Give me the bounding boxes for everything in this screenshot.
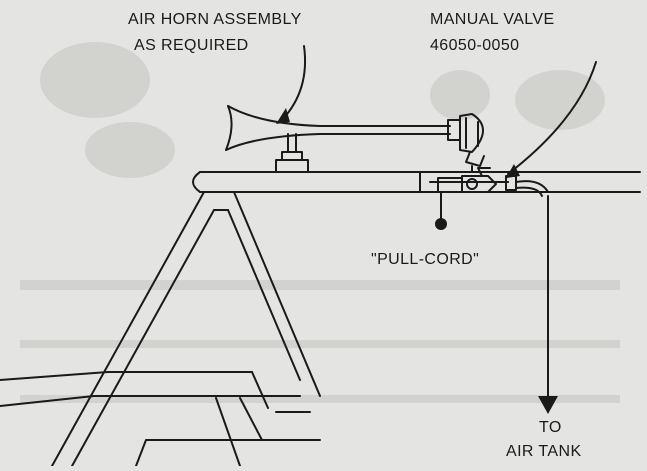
air-horn [225,105,485,173]
roof-rail [192,171,641,193]
air-tank-label-line2: AIR TANK [506,443,582,460]
air-horn-leader-arrowhead [276,108,290,124]
pull-cord-label: "PULL-CORD" [371,251,480,268]
air-horn-label-line1: AIR HORN ASSEMBLY [128,11,302,28]
manual-valve-label-line2: 46050-0050 [430,37,520,54]
pull-cord-knob [435,218,447,230]
valve-leader [507,61,597,175]
manual-valve-label-line1: MANUAL VALVE [430,11,555,28]
bleed-through-background [20,42,620,403]
air-horn-label-line2: AS REQUIRED [134,37,249,54]
horn-mount-bracket [275,133,309,173]
manual-valve [429,167,549,197]
support-frame [0,191,321,467]
air-tank-arrowhead [538,396,558,414]
valve-leader-arrowhead [506,164,520,178]
air-tank-label-line1: TO [539,419,562,436]
